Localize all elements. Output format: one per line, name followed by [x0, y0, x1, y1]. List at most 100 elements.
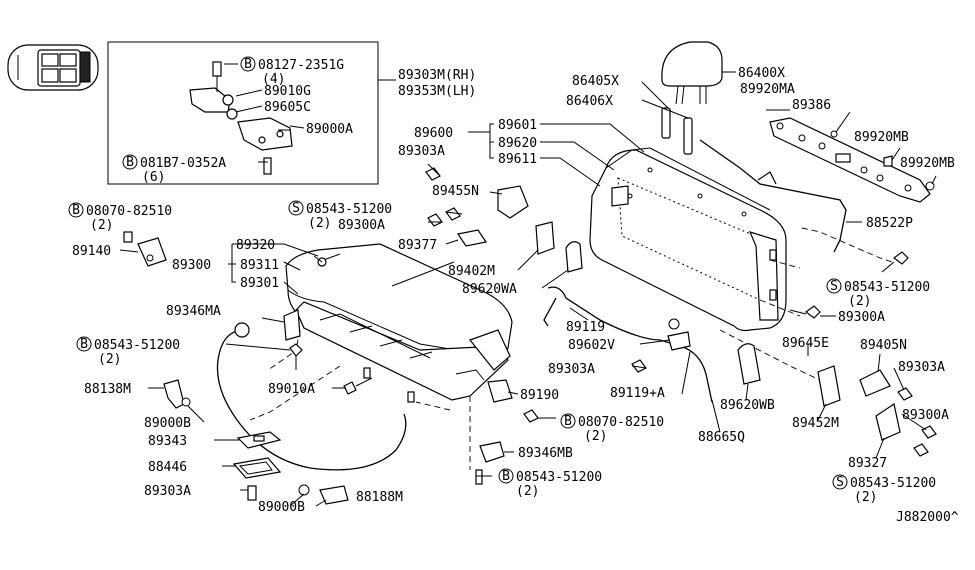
part-label: 89300 — [172, 258, 211, 273]
diagram-reference: J882000^ — [896, 510, 959, 525]
inset-hinge-bracket — [189, 61, 293, 175]
detail-inset-frame — [107, 41, 379, 185]
screw-marker-icon — [826, 278, 842, 294]
part-label: 89303A — [144, 484, 191, 499]
part-label: 08127-2351G — [258, 58, 344, 73]
screw-marker-icon — [832, 474, 848, 490]
bolt-marker: B — [502, 469, 510, 484]
bolt-marker: B — [244, 57, 252, 72]
part-label: 89300A — [338, 218, 385, 233]
part-label: 89402M — [448, 264, 495, 279]
part-label: 89301 — [240, 276, 279, 291]
part-qty: (2) — [848, 294, 871, 309]
part-label: 08070-82510 — [86, 204, 172, 219]
part-label: 08070-82510 — [578, 415, 664, 430]
part-qty: (2) — [90, 218, 113, 233]
part-qty: (2) — [98, 352, 121, 367]
part-label: 89119 — [566, 320, 605, 335]
trim-strip — [769, 117, 931, 203]
part-label: 89300A — [902, 408, 949, 423]
bolt-marker-icon — [560, 413, 576, 429]
bolt-marker-icon — [122, 154, 138, 170]
part-label: 08543-51200 — [516, 470, 602, 485]
part-label: 88446 — [148, 460, 187, 475]
headrest — [661, 41, 723, 105]
bolt-marker-icon — [498, 468, 514, 484]
part-label: 88188M — [356, 490, 403, 505]
part-label: 89010G — [264, 84, 311, 99]
part-qty: (2) — [584, 429, 607, 444]
part-label: 89000B — [258, 500, 305, 515]
bolt-marker-icon — [76, 336, 92, 352]
part-label: 08543-51200 — [94, 338, 180, 353]
part-label: 89602V — [568, 338, 615, 353]
part-label: 89000A — [306, 122, 353, 137]
part-label: 89386 — [792, 98, 831, 113]
part-label: 89320 — [236, 238, 275, 253]
part-label: 89343 — [148, 434, 187, 449]
screw-marker-icon — [288, 200, 304, 216]
part-label: 86400X — [738, 66, 785, 81]
part-qty: (4) — [262, 72, 285, 87]
part-label: 89605C — [264, 100, 311, 115]
bolt-set-right — [789, 251, 909, 319]
screw-marker: S — [292, 201, 300, 216]
part-label: 89645E — [782, 336, 829, 351]
part-label: 89311 — [240, 258, 279, 273]
part-label: 89140 — [72, 244, 111, 259]
part-qty: (2) — [308, 216, 331, 231]
part-label: 89452M — [792, 416, 839, 431]
part-label: 89000B — [144, 416, 191, 431]
part-label: 89353M(LH) — [398, 84, 476, 99]
part-label: 89303A — [398, 144, 445, 159]
part-label: 88522P — [866, 216, 913, 231]
part-label: 08543-51200 — [306, 202, 392, 217]
part-label: 89327 — [848, 456, 887, 471]
part-label: 88138M — [84, 382, 131, 397]
part-label: 89405N — [860, 338, 907, 353]
part-label: 89601 — [498, 118, 537, 133]
part-label: 89611 — [498, 152, 537, 167]
part-label: 08543-51200 — [844, 280, 930, 295]
bolt-marker-icon — [68, 202, 84, 218]
part-label: 081B7-0352A — [140, 156, 226, 171]
fastener-set — [123, 167, 937, 505]
part-label: 89303M(RH) — [398, 68, 476, 83]
part-label: 89620 — [498, 136, 537, 151]
bolt-marker: B — [564, 414, 572, 429]
part-label: 89377 — [398, 238, 437, 253]
cushion-frame — [295, 301, 511, 401]
part-label: 89620WB — [720, 398, 775, 413]
part-label: 89620WA — [462, 282, 517, 297]
screw-marker: S — [836, 475, 844, 490]
part-label: 89920MA — [740, 82, 795, 97]
part-label: 08543-51200 — [850, 476, 936, 491]
headrest-guides — [661, 107, 693, 155]
bolt-marker: B — [72, 203, 80, 218]
bolt-marker-icon — [240, 56, 256, 72]
seat-back — [589, 147, 787, 332]
part-label: 89190 — [520, 388, 559, 403]
part-label: 89455N — [432, 184, 479, 199]
part-label: 89600 — [414, 126, 453, 141]
bolt-marker-group: B B B B B B — [68, 56, 576, 484]
part-label: 89920MB — [854, 130, 909, 145]
screw-marker-group: S S S — [288, 200, 848, 490]
screw-marker: S — [830, 279, 838, 294]
bolt-marker: B — [126, 155, 134, 170]
part-label: 88665Q — [698, 430, 745, 445]
harness-wire — [699, 139, 847, 253]
part-label: 89010A — [268, 382, 315, 397]
part-qty: (6) — [142, 170, 165, 185]
part-label: 89346MA — [166, 304, 221, 319]
part-qty: (2) — [516, 484, 539, 499]
bolt-marker: B — [80, 337, 88, 352]
part-label: 86406X — [566, 94, 613, 109]
part-label: 89920MB — [900, 156, 955, 171]
vehicle-locator-icon — [7, 44, 99, 91]
part-labels: 08127-2351G (4) 89010G 89605C 89000A 081… — [72, 58, 959, 525]
part-label: 89303A — [548, 362, 595, 377]
part-label: 89346MB — [518, 446, 573, 461]
